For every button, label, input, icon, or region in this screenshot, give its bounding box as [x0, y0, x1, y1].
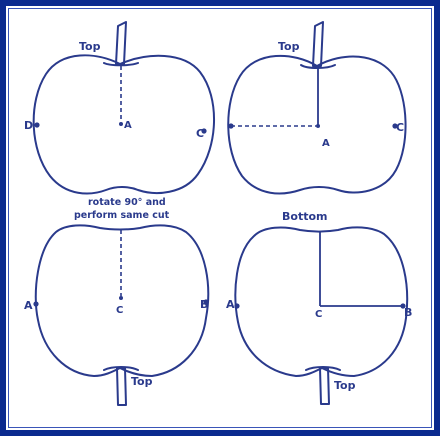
apple-outline	[227, 54, 407, 195]
point-a-dot	[316, 124, 320, 128]
point-b-label: B	[200, 298, 208, 311]
point-a-label: A	[124, 120, 132, 131]
point-a-dot	[119, 122, 123, 126]
stem-dimple	[103, 366, 139, 371]
caption-line-2: perform same cut	[74, 210, 170, 221]
apple-outline	[34, 224, 210, 377]
top-label: Top	[131, 375, 153, 388]
stem	[115, 21, 127, 65]
point-a-label: A	[226, 298, 235, 311]
point-c-dot	[201, 128, 207, 134]
point-a-label: A	[24, 299, 33, 312]
point-d-label: D	[24, 119, 33, 132]
point-b-label: B	[404, 306, 412, 319]
panel-bottom-left: rotate 90° and perform same cut C A B To…	[24, 197, 210, 406]
stem	[312, 21, 324, 67]
stem	[116, 367, 127, 406]
panel-top-left: Top A D C	[24, 21, 216, 195]
point-d-dot	[34, 122, 40, 128]
diagram-frame-inner	[8, 8, 432, 428]
panel-bottom-right: Bottom C A B Top	[226, 210, 412, 405]
top-label: Top	[278, 40, 300, 53]
stem	[319, 367, 330, 405]
panel-top-right: Top A C	[227, 21, 407, 195]
point-a-dot	[33, 301, 39, 307]
point-c-label: C	[396, 121, 404, 134]
apple-outline	[32, 54, 216, 195]
point-c-dot	[119, 296, 123, 300]
point-a-label: A	[322, 138, 330, 149]
point-c-label: C	[196, 127, 204, 140]
bottom-heading: Bottom	[282, 210, 327, 223]
top-label: Top	[334, 379, 356, 392]
stem-dimple	[305, 366, 341, 371]
top-label: Top	[79, 40, 101, 53]
caption-line-1: rotate 90° and	[88, 197, 166, 208]
point-b-dot	[400, 303, 406, 309]
point-c-label: C	[116, 305, 123, 316]
stem-dimple	[103, 62, 139, 67]
point-c-label: C	[315, 309, 322, 320]
left-edge-dot	[228, 123, 234, 129]
apple-outline	[234, 226, 409, 377]
point-b-dot	[203, 299, 209, 305]
point-c-dot	[392, 123, 398, 129]
point-a-dot	[234, 303, 240, 309]
